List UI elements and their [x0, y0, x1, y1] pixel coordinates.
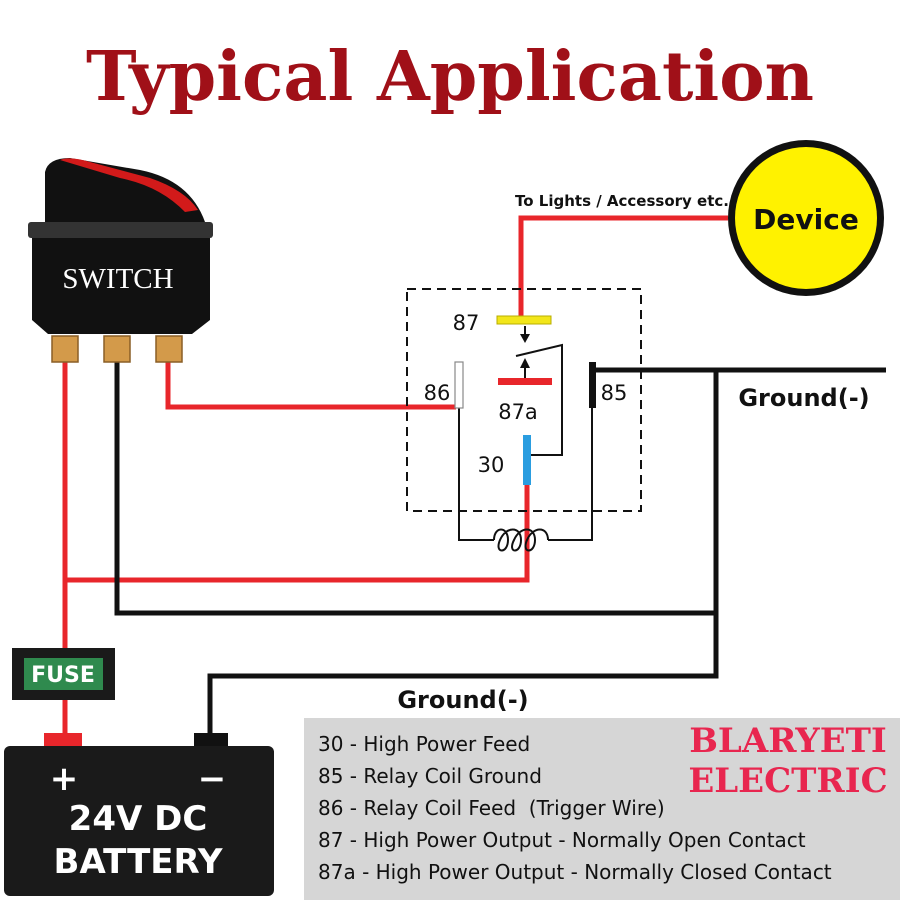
- relay-pin-85-label: 85: [601, 381, 628, 405]
- legend-item: 86 - Relay Coil Feed (Trigger Wire): [318, 796, 665, 820]
- fuse-label: FUSE: [31, 663, 95, 688]
- relay-armature: [515, 343, 563, 456]
- fuse-label-plate: [24, 658, 103, 690]
- legend-background: [304, 718, 900, 900]
- legend-item: 85 - Relay Coil Ground: [318, 764, 542, 788]
- battery-label: BATTERY: [54, 842, 223, 882]
- switch-rocker-highlight: [60, 158, 198, 212]
- relay-pin-87a: [498, 378, 552, 385]
- wire-coil-right: [548, 405, 593, 541]
- wire-feed-to-pin-30: [65, 480, 530, 583]
- relay-coil-icon: [493, 528, 549, 552]
- battery-body: [4, 746, 274, 896]
- relay-pin-86: [454, 361, 464, 409]
- rocker-switch[interactable]: SWITCH: [28, 158, 213, 363]
- page-title: Typical Application: [86, 37, 814, 117]
- legend-item: 87 - High Power Output - Normally Open C…: [318, 828, 806, 852]
- switch-label: SWITCH: [62, 263, 173, 295]
- wire-ground-to-battery-negative: [207, 370, 719, 736]
- ground-label-right: Ground(-): [738, 384, 869, 412]
- ground-label-bottom: Ground(-): [397, 686, 528, 714]
- battery-minus-sign: −: [198, 759, 227, 799]
- switch-body: [32, 238, 210, 334]
- switch-rocker: [45, 158, 205, 222]
- arrow-down-head: [520, 334, 530, 343]
- switch-terminal-middle: [103, 335, 131, 363]
- brand-name-line1: BLARYETI: [689, 721, 887, 761]
- wire-switch-to-pin-86: [165, 362, 456, 410]
- device-note: To Lights / Accessory etc.: [515, 192, 729, 210]
- relay-pin-87: [496, 315, 552, 325]
- battery-voltage: 24V DC: [69, 799, 208, 839]
- relay-housing: [406, 288, 642, 512]
- wires: [62, 215, 886, 738]
- wire-switch-ground: [114, 360, 716, 616]
- legend-item: 30 - High Power Feed: [318, 732, 530, 756]
- fuse: FUSE: [12, 648, 115, 700]
- wire-pin-87-to-device: [518, 215, 728, 318]
- relay: 87 87a 86 85 30: [406, 288, 642, 552]
- relay-pin-85: [589, 362, 596, 408]
- device-circle-fill: [735, 147, 877, 289]
- switch-bezel: [28, 222, 213, 238]
- device: To Lights / Accessory etc. Device: [515, 140, 884, 296]
- wire-coil-left: [458, 408, 494, 541]
- pin-legend: 30 - High Power Feed 85 - Relay Coil Gro…: [304, 718, 900, 900]
- battery: + − 24V DC BATTERY: [4, 733, 274, 896]
- battery-negative-terminal: [194, 733, 228, 746]
- brand-name-line2: ELECTRIC: [688, 761, 887, 801]
- legend-item: 87a - High Power Output - Normally Close…: [318, 860, 832, 884]
- switch-terminal-left: [51, 335, 79, 363]
- arrow-up-head: [520, 358, 530, 368]
- battery-plus-sign: +: [50, 759, 79, 799]
- relay-pin-87a-label: 87a: [498, 400, 538, 424]
- relay-pin-86-label: 86: [424, 381, 451, 405]
- relay-pin-30-label: 30: [478, 453, 505, 477]
- battery-positive-terminal: [44, 733, 82, 746]
- relay-pin-30: [523, 435, 531, 485]
- switch-terminal-right: [155, 335, 183, 363]
- relay-pin-87-label: 87: [453, 311, 480, 335]
- device-label: Device: [753, 203, 859, 236]
